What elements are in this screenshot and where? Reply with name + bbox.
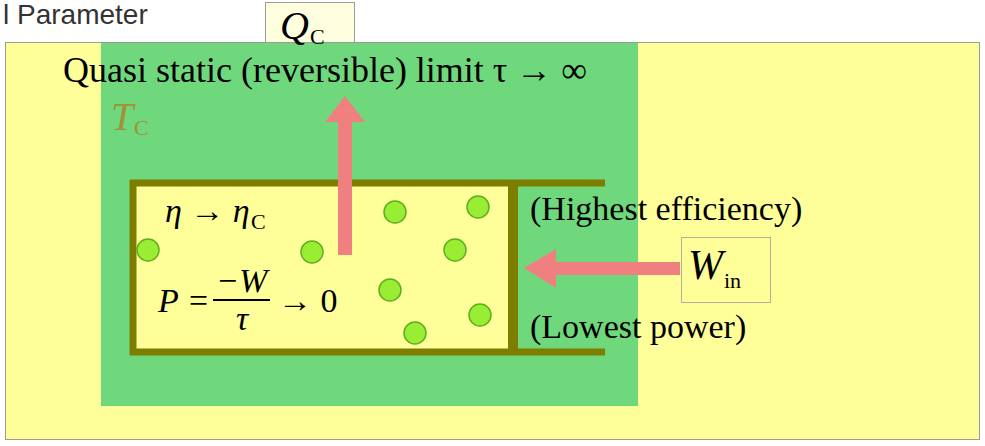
- work-arrow-shaft: [554, 262, 680, 275]
- gas-particle: [469, 304, 491, 326]
- power-limit: → 0: [278, 282, 338, 319]
- symbol-subscript: C: [310, 26, 325, 48]
- work-arrow-head: [524, 249, 556, 288]
- chamber-interior: [136, 186, 510, 349]
- limit-heading: Quasi static (reversible) limit τ → ∞: [63, 51, 587, 91]
- symbol-subscript: C: [134, 117, 149, 139]
- temperature-symbol: T: [111, 97, 133, 137]
- slide-heading-fragment: l Parameter: [3, 0, 148, 31]
- gas-particle: [301, 241, 323, 263]
- fraction-denominator: τ: [236, 300, 248, 337]
- heat-arrow-shaft: [338, 120, 352, 255]
- fraction-bar: [213, 299, 270, 301]
- gas-particle: [404, 322, 426, 344]
- work-input-box: Win: [681, 237, 771, 303]
- heat-arrow-head: [325, 96, 365, 122]
- gas-particle: [384, 201, 406, 223]
- cylinder-end-wall: [130, 180, 137, 355]
- gas-particle: [137, 239, 159, 261]
- heat-symbol: Q: [280, 6, 309, 46]
- gas-particle: [379, 279, 401, 301]
- fraction-numerator: −W: [216, 262, 267, 299]
- symbol-subscript: in: [724, 270, 741, 292]
- power-symbol: P =: [158, 282, 210, 319]
- work-symbol: W: [688, 244, 723, 286]
- efficiency-note: (Highest efficiency): [530, 190, 802, 227]
- cylinder-top-wall: [130, 180, 605, 187]
- gas-particle: [444, 239, 466, 261]
- gas-particle: [467, 196, 489, 218]
- efficiency-limit: η → η: [165, 192, 250, 229]
- symbol-subscript: C: [251, 210, 266, 234]
- power-note: (Lowest power): [530, 308, 746, 345]
- cylinder-bottom-wall: [130, 349, 605, 356]
- piston: [508, 180, 518, 355]
